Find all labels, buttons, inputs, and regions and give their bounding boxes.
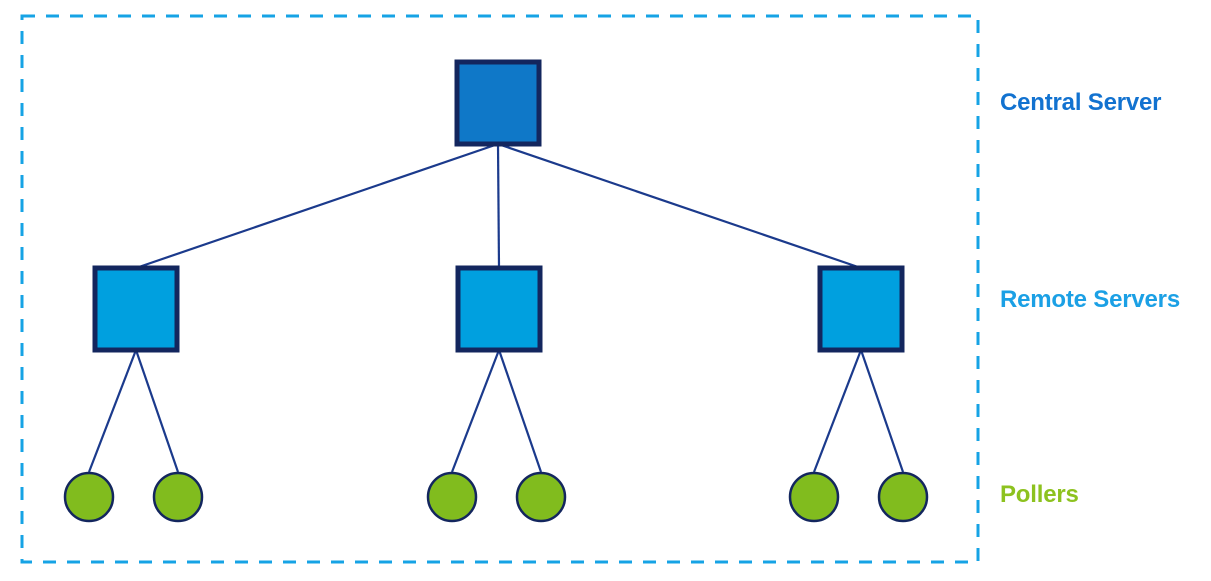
central-server-node[interactable] (454, 59, 542, 147)
poller-circle-6[interactable] (877, 471, 929, 523)
link-central-remote-3 (497, 142, 862, 270)
link-remote-2-poller-3 (450, 349, 501, 473)
central-server-box[interactable] (454, 59, 542, 147)
link-central-remote-1 (135, 142, 499, 270)
poller-circle-2[interactable] (152, 471, 204, 523)
poller-circle-1[interactable] (63, 471, 115, 523)
connector-group-pollers (87, 349, 905, 473)
tier-label-remote-servers: Remote Servers (1000, 286, 1180, 313)
poller-circle-4[interactable] (515, 471, 567, 523)
link-remote-3-poller-5 (812, 349, 863, 473)
link-central-remote-2 (496, 143, 501, 269)
link-remote-3-poller-6 (859, 349, 905, 473)
poller-circle-3[interactable] (426, 471, 478, 523)
tier-label-central-server: Central Server (1000, 89, 1162, 116)
poller-circle-5[interactable] (788, 471, 840, 523)
tier-label-pollers: Pollers (1000, 481, 1079, 508)
remote-server-group (92, 265, 905, 353)
poller-group (63, 471, 929, 523)
deployment-boundary-rect (20, 14, 980, 564)
connector-group-central (135, 142, 862, 270)
remote-server-box-3[interactable] (817, 265, 905, 353)
link-remote-2-poller-4 (497, 349, 543, 473)
remote-server-box-2[interactable] (455, 265, 543, 353)
remote-server-box-1[interactable] (92, 265, 180, 353)
link-remote-1-poller-2 (134, 349, 180, 473)
link-remote-1-poller-1 (87, 349, 138, 473)
